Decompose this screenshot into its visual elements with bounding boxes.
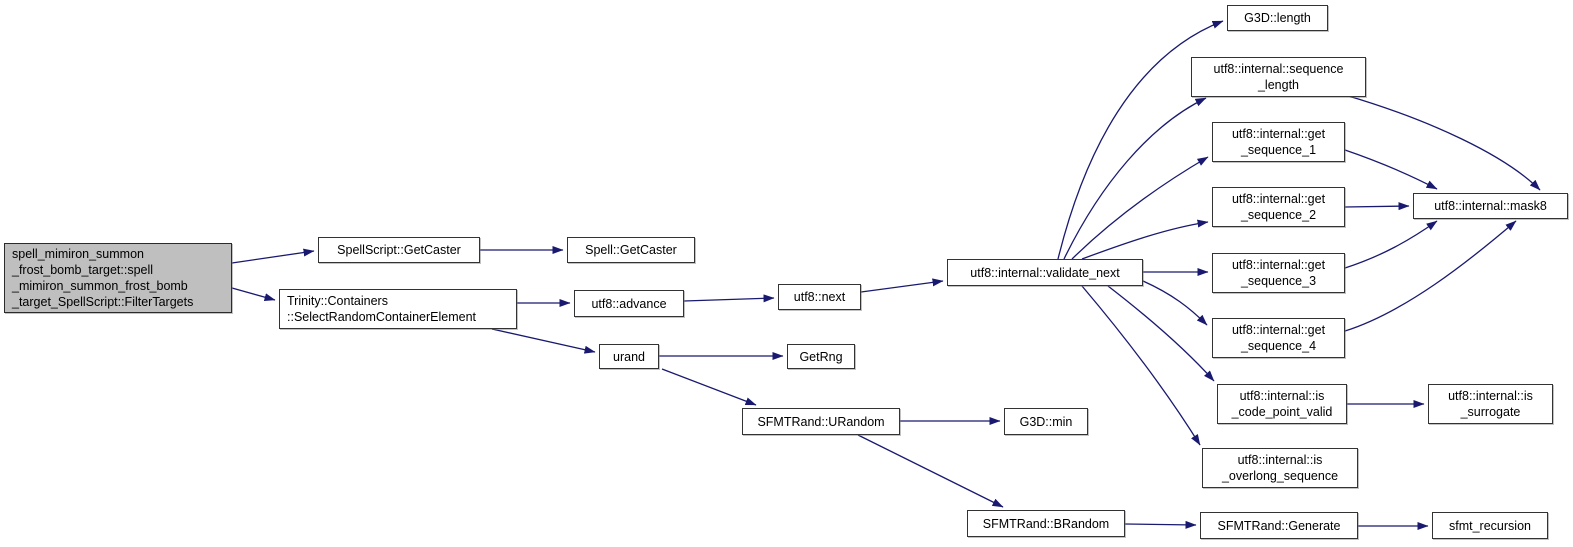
- edge-validate-next-to-get-sequence-4: [1142, 280, 1208, 326]
- edge-validate-next-to-get-sequence-2: [1081, 219, 1209, 260]
- node-utf8-next[interactable]: utf8::next: [778, 284, 861, 310]
- edge-get-sequence-3-to-mask8: [1344, 220, 1438, 269]
- edge-filtertargets-to-selectrandom: [231, 287, 276, 302]
- edge-utf8-next-to-validate-next: [860, 278, 944, 293]
- node-sfmtrand-urandom[interactable]: SFMTRand::URandom: [742, 408, 900, 435]
- node-select-random-container-element[interactable]: Trinity::Containers ::SelectRandomContai…: [279, 289, 517, 329]
- node-g3d-length[interactable]: G3D::length: [1227, 5, 1328, 31]
- node-get-sequence-1[interactable]: utf8::internal::get _sequence_1: [1212, 122, 1345, 162]
- node-is-overlong-sequence[interactable]: utf8::internal::is _overlong_sequence: [1202, 448, 1358, 488]
- node-spellscript-getcaster[interactable]: SpellScript::GetCaster: [318, 237, 480, 263]
- edge-validate-next-to-sequence-length: [1063, 97, 1207, 260]
- edge-validate-next-to-get-sequence-1: [1071, 156, 1209, 260]
- edge-sequence-length-to-mask8: [1344, 94, 1541, 191]
- edge-validate-next-to-g3d-length: [1057, 20, 1224, 260]
- node-sfmt-recursion[interactable]: sfmt_recursion: [1432, 512, 1548, 539]
- edge-validate-next-to-is-code-point-valid: [1107, 285, 1215, 382]
- node-is-surrogate[interactable]: utf8::internal::is _surrogate: [1428, 384, 1553, 424]
- edge-get-sequence-1-to-mask8: [1344, 149, 1438, 190]
- node-g3d-min[interactable]: G3D::min: [1004, 408, 1088, 435]
- node-filter-targets: spell_mimiron_summon _frost_bomb_target:…: [4, 243, 232, 313]
- node-sfmtrand-brandom[interactable]: SFMTRand::BRandom: [967, 510, 1125, 537]
- edge-utf8-advance-to-utf8-next: [683, 294, 775, 303]
- node-get-sequence-2[interactable]: utf8::internal::get _sequence_2: [1212, 187, 1345, 227]
- node-urand[interactable]: urand: [599, 344, 659, 369]
- edge-validate-next-to-is-overlong-sequence: [1081, 285, 1201, 446]
- edge-urand-to-urandom: [661, 368, 757, 406]
- node-sfmtrand-generate[interactable]: SFMTRand::Generate: [1200, 512, 1358, 539]
- edge-get-sequence-4-to-mask8: [1344, 220, 1517, 332]
- node-validate-next[interactable]: utf8::internal::validate_next: [947, 259, 1143, 286]
- edge-brandom-to-generate: [1124, 520, 1197, 529]
- edge-selectrandom-to-urand: [491, 328, 596, 354]
- edge-get-sequence-2-to-mask8: [1344, 202, 1410, 211]
- node-mask8[interactable]: utf8::internal::mask8: [1413, 193, 1568, 219]
- node-get-sequence-4[interactable]: utf8::internal::get _sequence_4: [1212, 318, 1345, 358]
- node-get-sequence-3[interactable]: utf8::internal::get _sequence_3: [1212, 253, 1345, 293]
- node-utf8-advance[interactable]: utf8::advance: [574, 290, 684, 317]
- node-getrng[interactable]: GetRng: [787, 344, 855, 369]
- edge-urandom-to-brandom: [857, 434, 1004, 508]
- node-spell-getcaster[interactable]: Spell::GetCaster: [567, 237, 695, 263]
- node-sequence-length[interactable]: utf8::internal::sequence _length: [1191, 57, 1366, 97]
- edge-filtertargets-to-spellscript-getcaster: [231, 248, 315, 264]
- node-is-code-point-valid[interactable]: utf8::internal::is _code_point_valid: [1217, 384, 1347, 424]
